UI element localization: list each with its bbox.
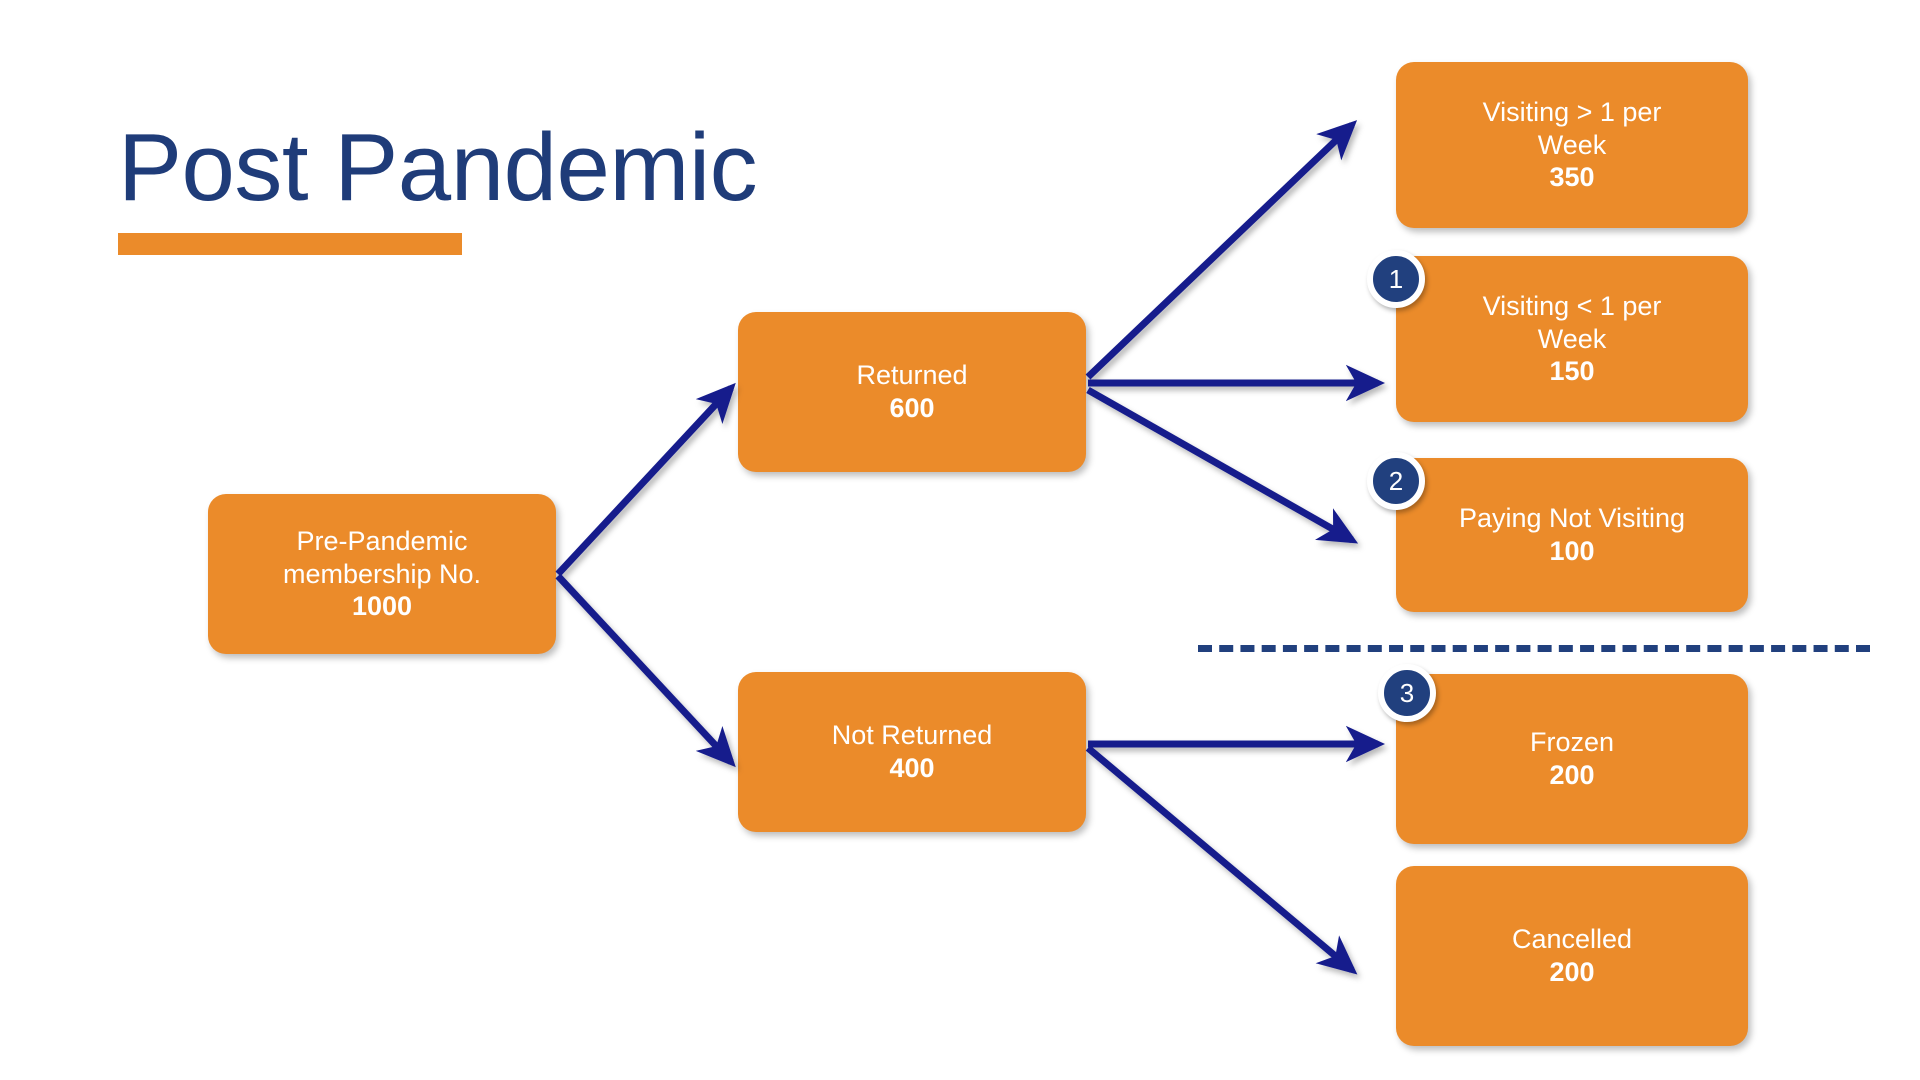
title-underline-bar: [118, 232, 462, 255]
edge-returned-to-paying: [1086, 386, 1359, 544]
node-value: 100: [1549, 536, 1595, 566]
node-label-line2: membership No.: [282, 558, 482, 589]
node-label: Frozen: [1529, 727, 1615, 758]
page-title: Post Pandemic: [118, 114, 758, 221]
node-not-returned[interactable]: Not Returned 400: [738, 672, 1086, 832]
edge-pre-to-notreturned: [555, 573, 736, 768]
node-value: 350: [1549, 162, 1595, 193]
dashed-divider: [1198, 645, 1870, 652]
node-cancelled[interactable]: Cancelled 200: [1396, 866, 1748, 1046]
badge-number-3[interactable]: 3: [1378, 664, 1436, 722]
node-label: Cancelled: [1511, 924, 1633, 955]
node-label-line2: Week: [1537, 323, 1607, 354]
node-label: Not Returned: [831, 720, 993, 751]
edge-notreturned-to-cancelled: [1085, 745, 1358, 975]
title-block: Post Pandemic: [118, 114, 758, 255]
node-paying-not-visiting[interactable]: Paying Not Visiting 100: [1396, 458, 1748, 612]
node-value: 600: [889, 393, 935, 423]
node-value: 200: [1549, 760, 1595, 790]
node-label: Returned: [856, 360, 968, 391]
edge-returned-to-visiting-gt: [1085, 120, 1358, 380]
badge-number-1[interactable]: 1: [1367, 250, 1425, 308]
edge-pre-to-returned: [555, 382, 736, 577]
node-value: 200: [1549, 957, 1595, 987]
node-value: 400: [889, 753, 935, 783]
node-label: Visiting < 1 per: [1482, 290, 1662, 321]
node-returned[interactable]: Returned 600: [738, 312, 1086, 472]
node-label: Visiting > 1 per: [1482, 96, 1662, 127]
node-label: Paying Not Visiting: [1458, 503, 1686, 534]
node-pre-pandemic[interactable]: Pre-Pandemic membership No. 1000: [208, 494, 556, 654]
node-label: Pre-Pandemic: [296, 525, 468, 556]
node-visiting-more-than-one-per-week[interactable]: Visiting > 1 per Week 350: [1396, 62, 1748, 228]
badge-number-2[interactable]: 2: [1367, 452, 1425, 510]
node-frozen[interactable]: Frozen 200: [1396, 674, 1748, 844]
node-label-line2: Week: [1537, 129, 1607, 160]
node-visiting-less-than-one-per-week[interactable]: Visiting < 1 per Week 150: [1396, 256, 1748, 422]
node-value: 1000: [351, 591, 413, 622]
node-value: 150: [1549, 356, 1595, 387]
